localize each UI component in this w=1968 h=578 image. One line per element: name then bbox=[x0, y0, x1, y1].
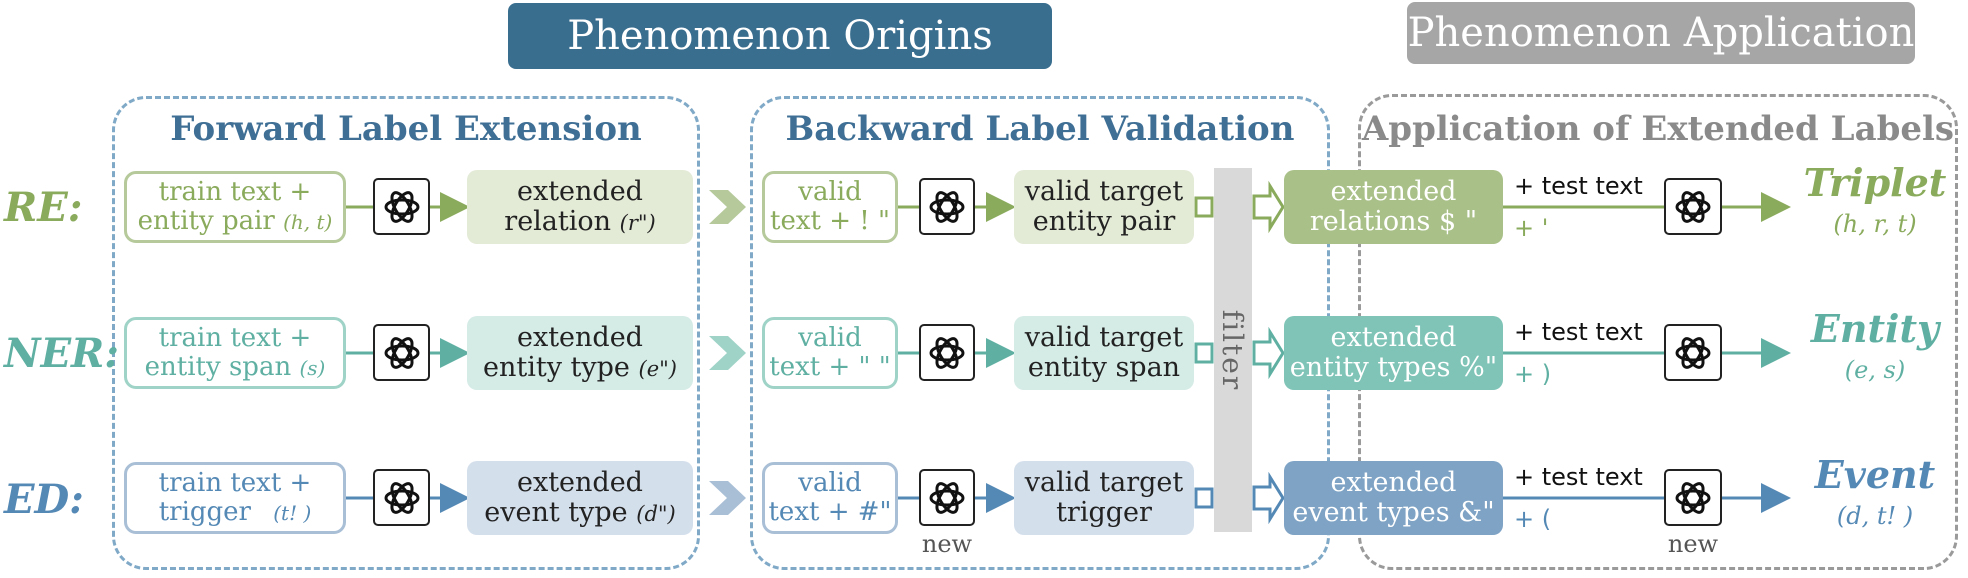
ner-train-input-box: train text + entity span (s) bbox=[124, 317, 346, 389]
row-label-ner: NER: bbox=[4, 329, 120, 377]
ed-backward-gpt-icon bbox=[919, 469, 975, 526]
re-extlabels-line2: relations $ " bbox=[1309, 206, 1478, 237]
re-target-line2: entity pair bbox=[1032, 206, 1176, 237]
ner-extended-line1: extended bbox=[517, 321, 643, 353]
re-valid-line2: text + ! " bbox=[770, 206, 890, 236]
ner-target-line2: entity span bbox=[1027, 352, 1181, 383]
ed-extlabels-line1: extended bbox=[1330, 466, 1457, 498]
ner-extended-var: (e") bbox=[638, 357, 677, 381]
ed-extended-line2: event type (d") bbox=[484, 497, 676, 528]
row-label-ed: ED: bbox=[4, 475, 84, 523]
ner-test-symbol: + ) bbox=[1514, 360, 1552, 388]
ed-valid-line1: valid bbox=[798, 467, 862, 498]
ner-forward-chevron bbox=[709, 336, 746, 370]
backward-panel-title: Backward Label Validation bbox=[785, 109, 1295, 149]
re-train-line2: entity pair (h, t) bbox=[137, 206, 333, 236]
ed-train-line1: train text + bbox=[158, 467, 312, 498]
re-forward-gpt-icon bbox=[373, 178, 430, 235]
forward-label-extension-panel: Forward Label Extension bbox=[112, 96, 700, 570]
ner-valid-line1: valid bbox=[798, 322, 862, 353]
ner-extlabels-line1: extended bbox=[1330, 321, 1457, 353]
ed-filter-arrows bbox=[1194, 471, 1285, 525]
re-valid-line1: valid bbox=[798, 176, 862, 207]
ner-extended-labels-box: extended entity types %" bbox=[1284, 316, 1503, 390]
re-extended-line2: relation (r") bbox=[504, 206, 656, 237]
re-output-title: Triplet bbox=[1803, 160, 1947, 205]
ed-forward-gpt-icon bbox=[373, 469, 430, 526]
re-train-line1: train text + bbox=[158, 176, 312, 207]
ed-target-line2: trigger bbox=[1056, 497, 1152, 528]
re-extended-labels-box: extended relations $ " bbox=[1284, 170, 1503, 244]
ner-apply-gpt-icon bbox=[1664, 324, 1722, 381]
re-target-line1: valid target bbox=[1024, 175, 1184, 207]
ed-train-var: (t! ) bbox=[273, 501, 312, 525]
re-valid-target-box: valid target entity pair bbox=[1014, 170, 1194, 244]
re-train-input-box: train text + entity pair (h, t) bbox=[124, 171, 346, 243]
phenomenon-origins-header: Phenomenon Origins bbox=[508, 3, 1052, 69]
ed-train-input-box: train text + trigger (t! ) bbox=[124, 462, 346, 534]
re-test-text: + test text bbox=[1514, 172, 1643, 200]
ed-valid-target-box: valid target trigger bbox=[1014, 461, 1194, 535]
ed-apply-new-label: new bbox=[1667, 530, 1719, 558]
re-forward-chevron bbox=[709, 190, 746, 224]
ner-train-line1: train text + bbox=[158, 322, 312, 353]
ner-output-subtitle: (e, s) bbox=[1844, 356, 1906, 384]
ed-backward-new-label: new bbox=[921, 530, 973, 558]
ed-extended-event-type-box: extended event type (d") bbox=[467, 461, 693, 535]
ed-apply-gpt-icon bbox=[1664, 469, 1722, 526]
phenomenon-application-header: Phenomenon Application bbox=[1407, 2, 1915, 64]
forward-panel-title: Forward Label Extension bbox=[170, 109, 642, 149]
ner-output-title: Entity bbox=[1810, 306, 1940, 351]
ed-extended-var: (d") bbox=[636, 502, 676, 526]
ed-test-symbol: + ( bbox=[1514, 505, 1552, 533]
filter-bar: filter bbox=[1214, 168, 1252, 532]
row-label-re: RE: bbox=[4, 183, 83, 231]
re-extended-relation-box: extended relation (r") bbox=[467, 170, 693, 244]
ed-output-title: Event bbox=[1814, 452, 1936, 497]
ed-test-text: + test text bbox=[1514, 463, 1643, 491]
ner-train-line2: entity span (s) bbox=[144, 352, 326, 382]
re-apply-gpt-icon bbox=[1664, 178, 1722, 235]
re-extended-line1: extended bbox=[517, 175, 643, 207]
re-valid-input-box: valid text + ! " bbox=[762, 171, 898, 243]
re-output-subtitle: (h, r, t) bbox=[1833, 210, 1917, 238]
ed-valid-input-box: valid text + #" bbox=[762, 462, 898, 534]
ed-train-line2: trigger (t! ) bbox=[158, 497, 312, 527]
phenomenon-origins-title: Phenomenon Origins bbox=[567, 13, 993, 59]
re-extended-var: (r") bbox=[619, 211, 656, 235]
ed-extended-labels-box: extended event types &" bbox=[1284, 461, 1503, 535]
re-filter-arrows bbox=[1194, 180, 1285, 234]
ner-train-var: (s) bbox=[299, 356, 326, 380]
ner-extended-line2: entity type (e") bbox=[483, 352, 677, 383]
ed-target-line1: valid target bbox=[1024, 466, 1184, 498]
re-test-symbol: + ' bbox=[1514, 214, 1549, 242]
ed-forward-chevron bbox=[709, 481, 746, 515]
ner-test-text: + test text bbox=[1514, 318, 1643, 346]
ed-extlabels-line2: event types &" bbox=[1292, 497, 1495, 528]
ed-extended-line1: extended bbox=[517, 466, 643, 498]
ner-forward-gpt-icon bbox=[373, 324, 430, 381]
ed-output-subtitle: (d, t! ) bbox=[1836, 502, 1914, 530]
ner-valid-line2: text + " " bbox=[769, 352, 891, 382]
ner-target-line1: valid target bbox=[1024, 321, 1184, 353]
ner-backward-gpt-icon bbox=[919, 324, 975, 381]
ner-valid-target-box: valid target entity span bbox=[1014, 316, 1194, 390]
re-train-var: (h, t) bbox=[283, 210, 333, 234]
re-backward-gpt-icon bbox=[919, 178, 975, 235]
phenomenon-application-title: Phenomenon Application bbox=[1407, 10, 1915, 56]
ed-valid-line2: text + #" bbox=[768, 497, 892, 527]
ner-extended-entity-type-box: extended entity type (e") bbox=[467, 316, 693, 390]
ner-extlabels-line2: entity types %" bbox=[1289, 352, 1498, 383]
ner-filter-arrows bbox=[1194, 326, 1285, 380]
ner-valid-input-box: valid text + " " bbox=[762, 317, 898, 389]
re-extlabels-line1: extended bbox=[1330, 175, 1457, 207]
application-panel-title: Application of Extended Labels bbox=[1361, 109, 1955, 149]
